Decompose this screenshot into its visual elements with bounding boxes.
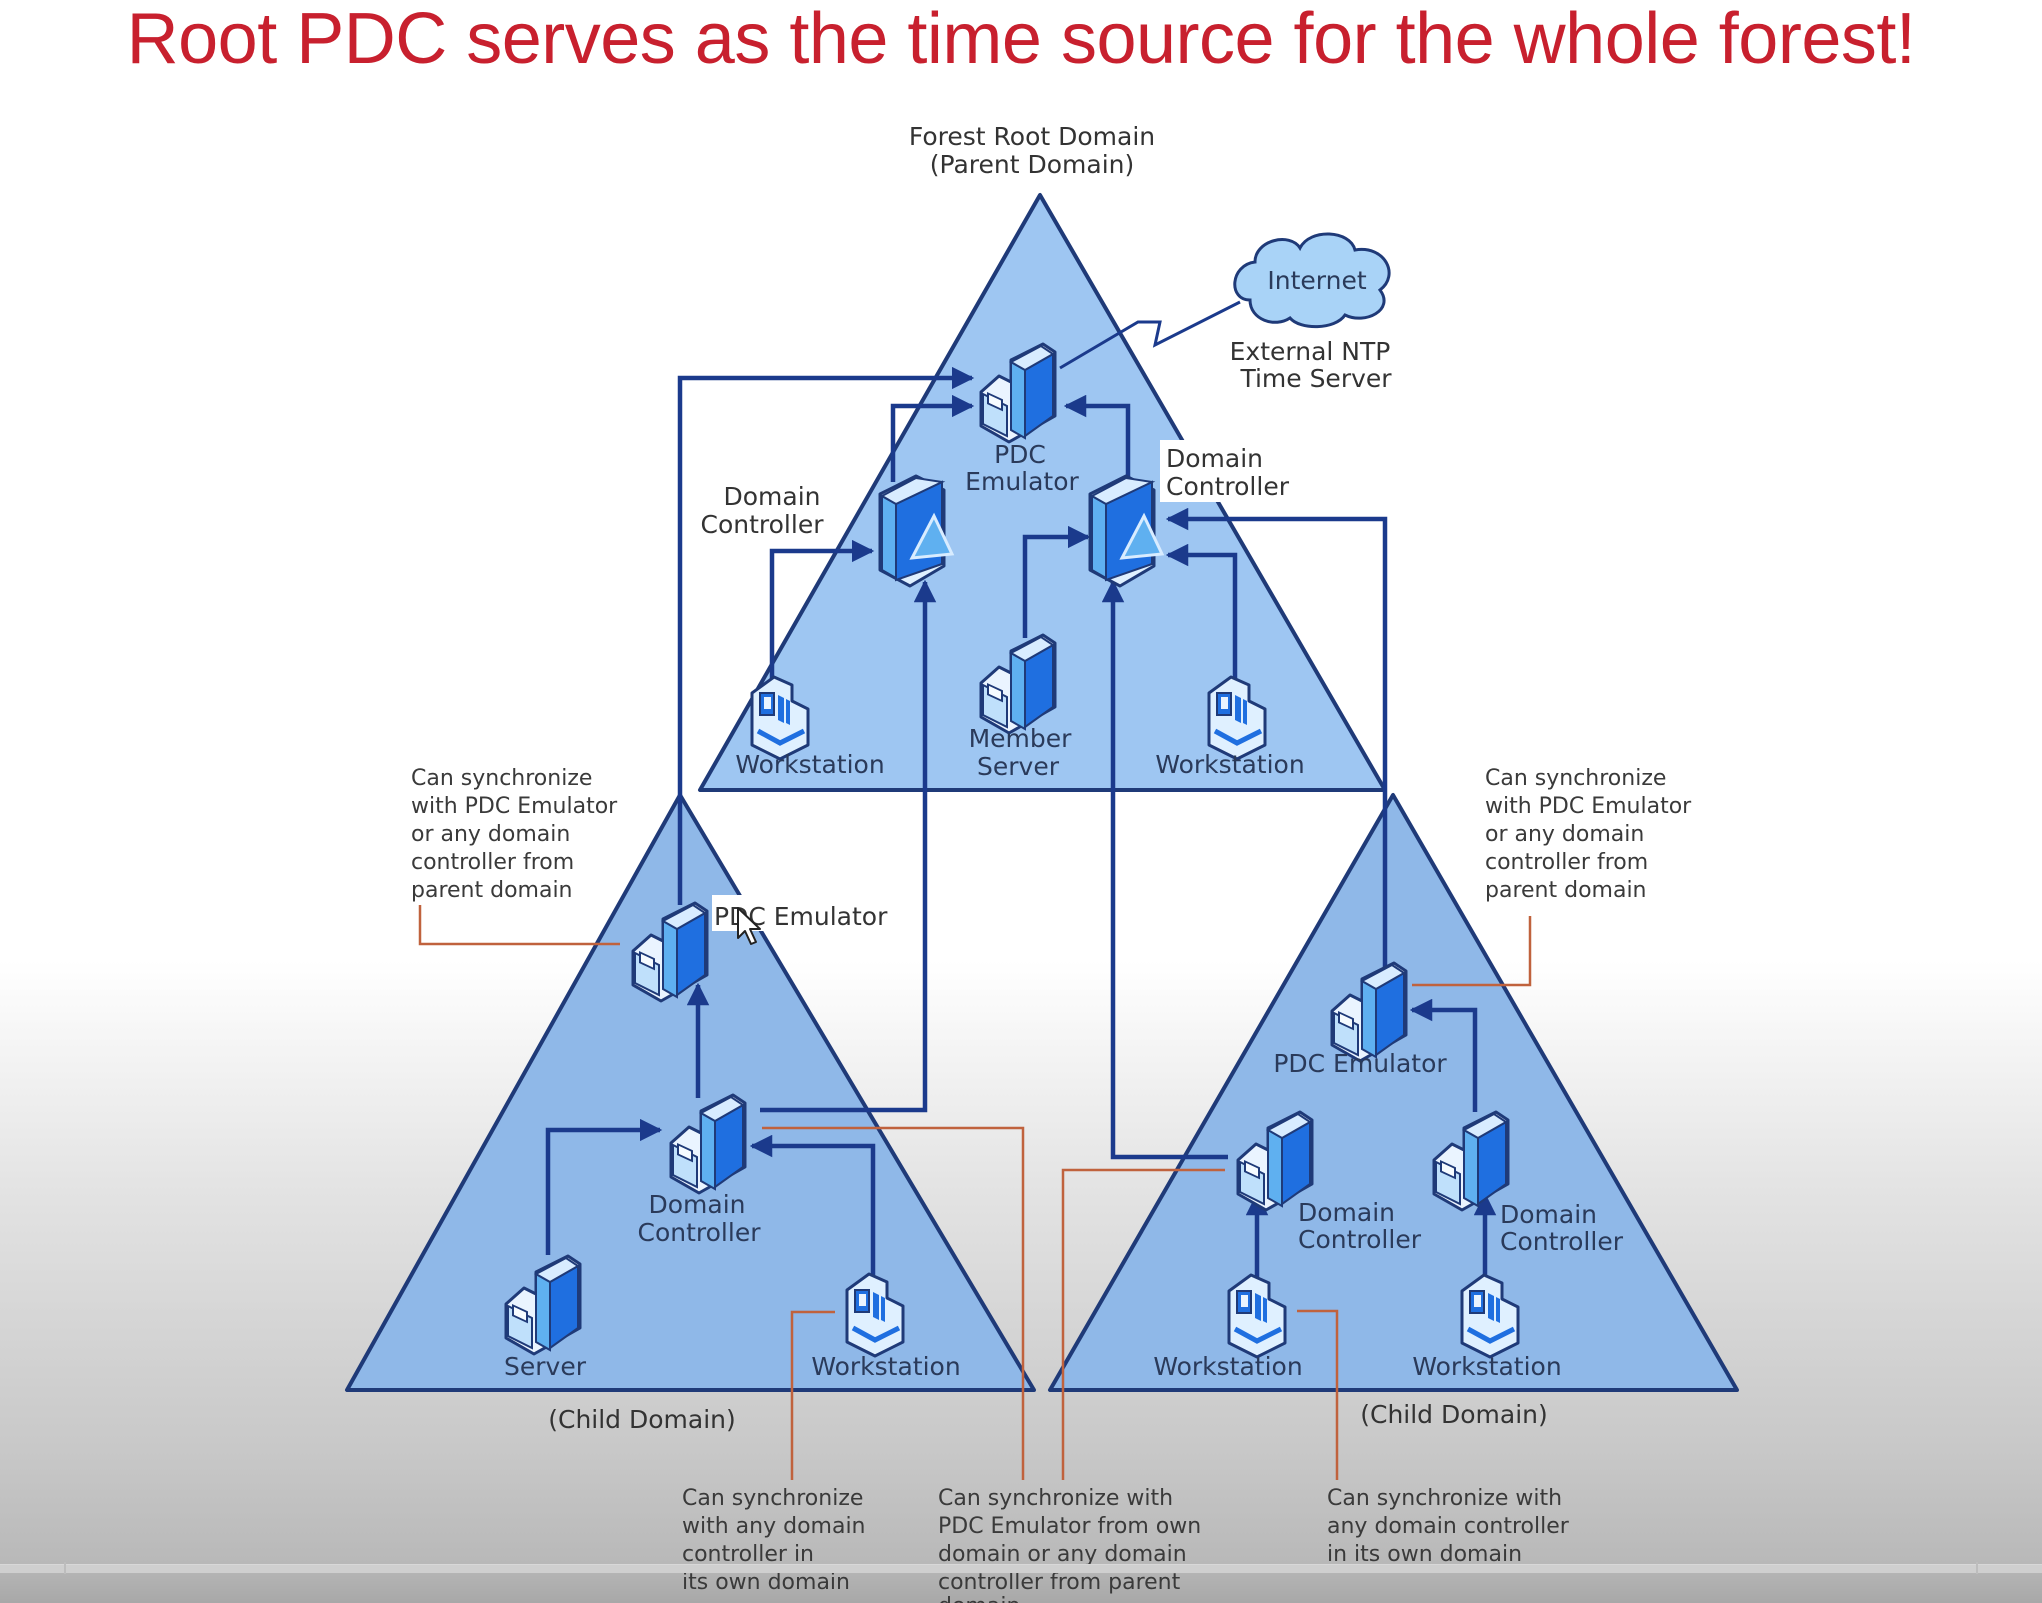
progress-chapter-marker	[1976, 1562, 1978, 1574]
forest-root-header-line2: (Parent Domain)	[930, 150, 1135, 179]
svg-text:controller from: controller from	[411, 850, 574, 875]
flow-root-dcleft-to-pdc	[890, 394, 975, 482]
flow-pdc-to-internet	[1059, 300, 1241, 370]
root-dc-left-label-line2: Controller	[701, 510, 825, 539]
svg-text:with PDC Emulator: with PDC Emulator	[1485, 794, 1692, 819]
flow-childleft-server-to-dc	[545, 1118, 663, 1255]
svg-text:or any domain: or any domain	[411, 822, 570, 847]
note-child-dc: Can synchronize with PDC Emulator from o…	[938, 1486, 1201, 1603]
progress-chapter-marker	[64, 1562, 66, 1574]
note-childleft-workstation: Can synchronize with any domain controll…	[682, 1486, 866, 1595]
flow-root-wsright-to-dcright	[1165, 543, 1238, 688]
internet-label: Internet	[1267, 266, 1366, 295]
note-childleft-pdc: Can synchronize with PDC Emulator or any…	[411, 766, 618, 903]
childright-workstation-right-label: Workstation	[1412, 1352, 1561, 1381]
flow-childright-dc-to-root-dcright	[1101, 579, 1228, 1160]
forest-root-header-line1: Forest Root Domain	[909, 122, 1155, 151]
internet-cloud-icon[interactable]	[1233, 232, 1391, 329]
childright-caption: (Child Domain)	[1360, 1400, 1548, 1429]
childright-dc-left-label-line1: Domain	[1298, 1198, 1395, 1227]
childright-workstation-left-label: Workstation	[1153, 1352, 1302, 1381]
svg-text:domain or any domain: domain or any domain	[938, 1542, 1187, 1567]
svg-text:any domain controller: any domain controller	[1327, 1514, 1570, 1539]
svg-text:with any domain: with any domain	[682, 1514, 866, 1539]
childleft-workstation-label: Workstation	[811, 1352, 960, 1381]
childleft-dc-label-line2: Controller	[638, 1218, 762, 1247]
svg-text:Can synchronize with: Can synchronize with	[1327, 1486, 1562, 1511]
callout-childleft-ws	[790, 1310, 835, 1480]
childleft-server-label: Server	[504, 1352, 587, 1381]
svg-text:Can synchronize with: Can synchronize with	[938, 1486, 1173, 1511]
root-dc-right-label-line1: Domain	[1166, 444, 1263, 473]
callout-childright-ws	[1297, 1309, 1339, 1480]
flow-childright-pdc-to-root-dcright	[1165, 507, 1388, 970]
root-dc-left-label-line1: Domain	[723, 482, 820, 511]
callout-childright-pdc	[1412, 916, 1532, 987]
mouse-pointer-icon	[737, 907, 761, 945]
svg-text:in its own domain: in its own domain	[1327, 1542, 1522, 1567]
childright-dc-right-label-line2: Controller	[1500, 1227, 1624, 1256]
svg-text:its own domain: its own domain	[682, 1570, 850, 1595]
svg-text:Can synchronize: Can synchronize	[682, 1486, 863, 1511]
svg-text:controller from: controller from	[1485, 850, 1648, 875]
svg-text:controller in: controller in	[682, 1542, 814, 1567]
flow-member-to-dcright	[1022, 525, 1091, 638]
childleft-dc-label-line1: Domain	[648, 1190, 745, 1219]
svg-text:or any domain: or any domain	[1485, 822, 1644, 847]
flow-childleft-ws-to-dc	[749, 1134, 876, 1285]
ntp-caption-line2: Time Server	[1239, 364, 1392, 393]
ntp-caption-line1: External NTP	[1230, 337, 1391, 366]
note-childright-pdc: Can synchronize with PDC Emulator or any…	[1485, 766, 1692, 903]
note-childright-workstation: Can synchronize with any domain controll…	[1327, 1486, 1570, 1567]
flow-childright-dcright-to-pdc	[1409, 998, 1478, 1112]
svg-text:controller from parent: controller from parent	[938, 1570, 1181, 1595]
svg-text:parent domain: parent domain	[411, 878, 573, 903]
childright-dc-left-label-line2: Controller	[1298, 1225, 1422, 1254]
video-progress-bar[interactable]	[0, 1564, 2042, 1573]
svg-text:with PDC Emulator: with PDC Emulator	[411, 794, 618, 819]
childright-dc-right-label-line1: Domain	[1500, 1200, 1597, 1229]
flow-childleft-pdc-to-root-pdc	[677, 366, 975, 905]
svg-text:Can synchronize: Can synchronize	[411, 766, 592, 791]
flow-root-dcright-to-pdc	[1063, 394, 1131, 482]
root-pdc-label-line2: Emulator	[965, 467, 1079, 496]
root-dc-right-label-bg	[1160, 440, 1310, 502]
root-workstation-left-label: Workstation	[735, 750, 884, 779]
svg-text:parent domain: parent domain	[1485, 878, 1647, 903]
flow-root-wsleft-to-dcleft	[769, 539, 875, 685]
root-dc-right-label-line2: Controller	[1166, 472, 1290, 501]
childright-pdc-label: PDC Emulator	[1273, 1049, 1447, 1078]
svg-text:Can synchronize: Can synchronize	[1485, 766, 1666, 791]
slide-title: Root PDC serves as the time source for t…	[126, 0, 1916, 79]
child-domain-right-triangle	[1048, 793, 1739, 1392]
svg-text:domain: domain	[938, 1594, 1020, 1603]
callout-childleft-pdc	[418, 905, 620, 946]
svg-text:PDC Emulator from own: PDC Emulator from own	[938, 1514, 1201, 1539]
callout-childleft-dc	[762, 1126, 1025, 1480]
root-pdc-label-line1: PDC	[994, 440, 1046, 469]
root-member-server-label-line1: Member	[969, 724, 1073, 753]
root-member-server-label-line2: Server	[977, 752, 1060, 781]
child-domain-left-triangle	[345, 793, 1036, 1392]
root-workstation-right-label: Workstation	[1155, 750, 1304, 779]
childleft-caption: (Child Domain)	[548, 1405, 736, 1434]
flow-childleft-dc-to-root-dcleft	[760, 579, 937, 1113]
callout-childright-dc	[1061, 1168, 1225, 1480]
